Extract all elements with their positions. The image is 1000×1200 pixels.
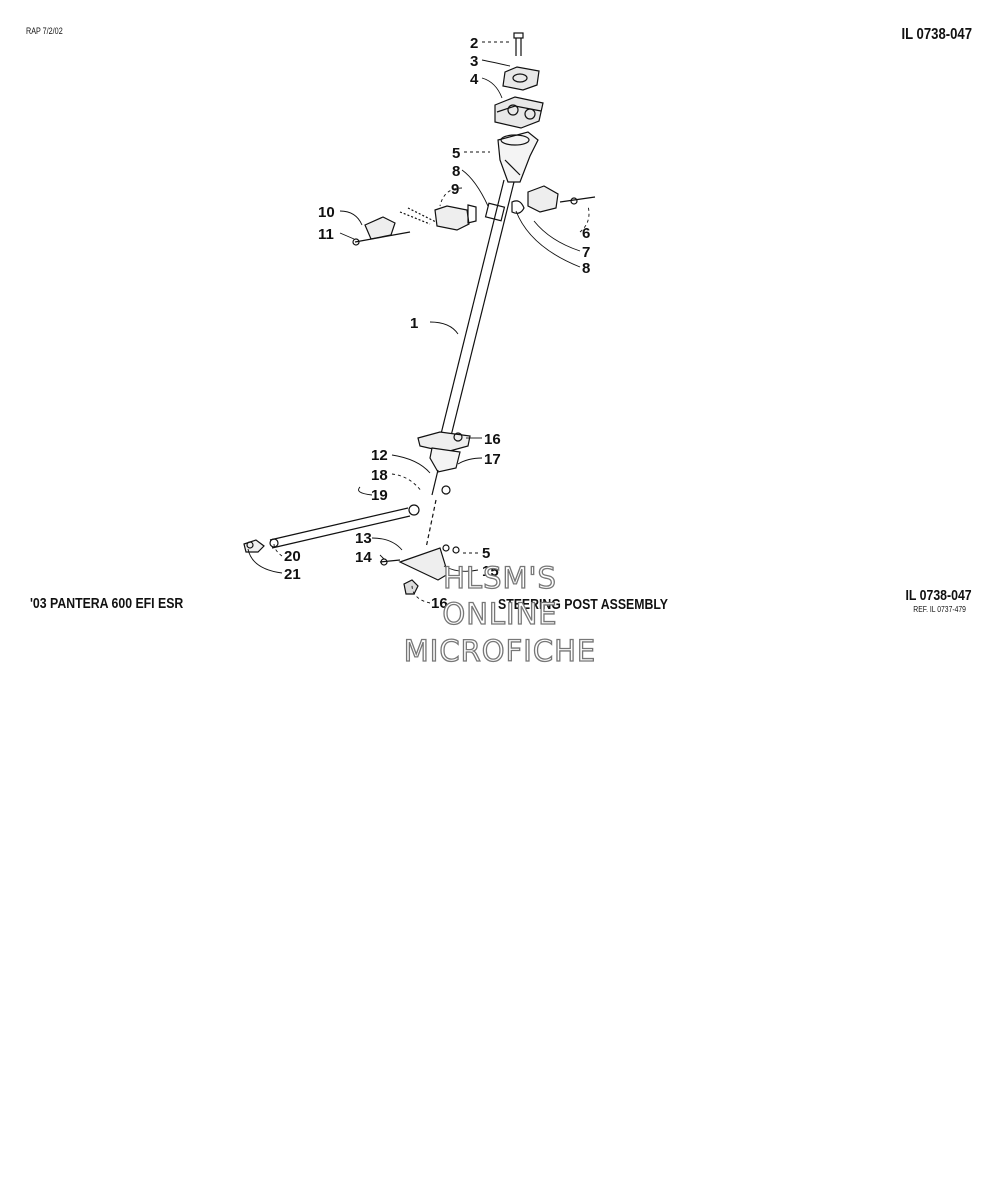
part-13-14-15-lower-plate	[379, 499, 460, 595]
part-2-bolt	[513, 32, 524, 56]
callout-20: 20	[284, 548, 301, 565]
watermark-line-2: ONLINE	[442, 596, 558, 631]
callout-6: 6	[582, 225, 590, 242]
illustration-number-top: IL 0738-047	[901, 26, 972, 43]
callout-4: 4	[470, 71, 479, 88]
callout-5-lower: 5	[482, 545, 490, 562]
parts-drawing	[243, 32, 596, 595]
part-9-10-11-left-clamp	[352, 204, 477, 246]
part-3-4-clamp-caps	[494, 66, 544, 129]
callout-labels: 2 3 4 5 8 9 10 11 6 7 8 1 16 17 12 18 19…	[284, 35, 590, 612]
callout-2: 2	[470, 35, 478, 52]
callout-21: 21	[284, 566, 301, 583]
callout-17: 17	[484, 451, 501, 468]
callout-7: 7	[582, 244, 590, 261]
callout-5-upper: 5	[452, 145, 460, 162]
part-12-16-17-lower-bracket	[417, 431, 471, 496]
callout-11: 11	[318, 226, 334, 243]
callout-9: 9	[451, 181, 459, 198]
callout-13: 13	[355, 530, 372, 547]
callout-1: 1	[410, 315, 418, 332]
steering-column-head	[497, 131, 539, 183]
model-name: '03 PANTERA 600 EFI ESR	[30, 595, 184, 612]
part-1-steering-post	[439, 179, 515, 441]
callout-19: 19	[371, 487, 388, 504]
part-6-7-8-right-clamp	[511, 185, 596, 214]
callout-3: 3	[470, 53, 478, 70]
callout-15: 15	[482, 563, 499, 580]
callout-8-right: 8	[582, 260, 590, 277]
callout-16-lower: 16	[431, 595, 448, 612]
watermark-line-3: MICROFICHE	[403, 633, 597, 668]
callout-12: 12	[371, 447, 388, 464]
illustration-number-bottom: IL 0738-047	[905, 587, 972, 604]
callout-16-upper: 16	[484, 431, 501, 448]
diagram-title: STEERING POST ASSEMBLY	[498, 596, 668, 613]
watermark-line-1: HLSM'S	[442, 560, 557, 595]
reference-number: REF. IL 0737-479	[913, 605, 966, 614]
drawing-date-code: RAP 7/2/02	[26, 26, 63, 36]
callout-14: 14	[355, 549, 372, 566]
leader-lines	[247, 41, 590, 604]
callout-10: 10	[318, 204, 335, 221]
callout-18: 18	[371, 467, 388, 484]
part-19-20-21-tie-rod	[243, 504, 420, 553]
callout-8-left: 8	[452, 163, 460, 180]
